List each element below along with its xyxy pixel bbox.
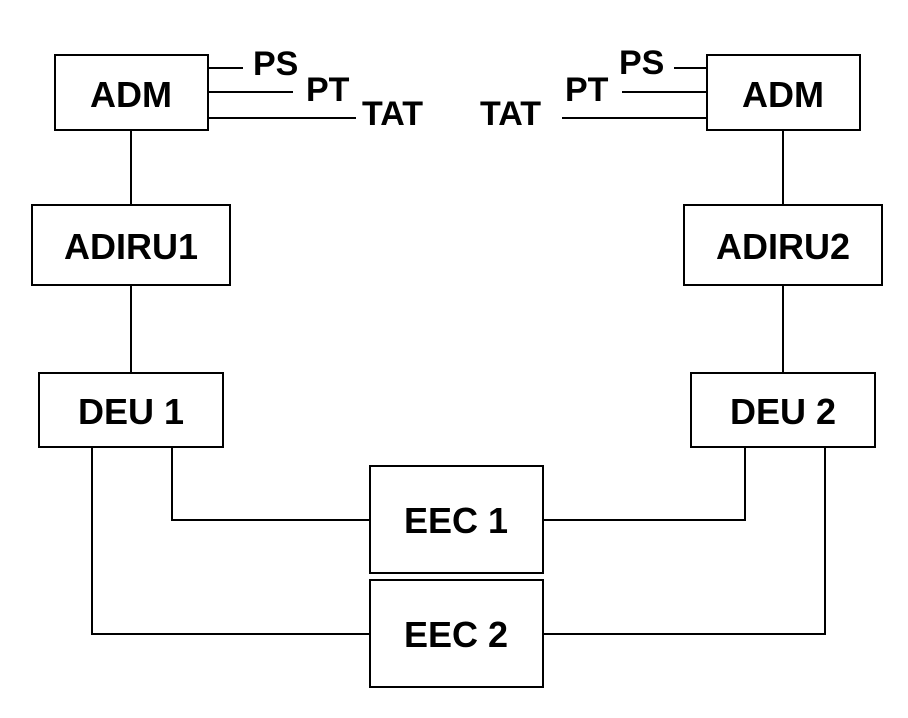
deu1-box [38,372,224,448]
eec2-box [369,579,544,688]
adm-left-label: ADM [90,74,172,115]
deu1-label: DEU 1 [78,391,184,432]
deu2-node: DEU 2 [690,372,876,448]
deu1-to-eec2-line [91,448,370,635]
adm-left-node: ADM [54,54,209,131]
adm-right-box [706,54,861,131]
signal-right-tat: TAT [480,95,541,133]
eec1-box [369,465,544,574]
signals-left: PS PT TAT [253,45,423,133]
deu2-label: DEU 2 [730,391,836,432]
signal-left-ps: PS [253,45,298,83]
deu1-to-eec1-line [171,448,370,521]
adiru1-label: ADIRU1 [64,226,198,267]
eec2-label: EEC 2 [404,614,508,655]
connectors [91,67,826,635]
deu1-node: DEU 1 [38,372,224,448]
eec1-label: EEC 1 [404,500,508,541]
adiru2-label: ADIRU2 [716,226,850,267]
signal-left-tat: TAT [362,95,423,133]
adiru2-node: ADIRU2 [683,204,883,286]
adm-left-box [54,54,209,131]
adm-right-node: ADM [706,54,861,131]
adiru2-box [683,204,883,286]
signal-right-ps: PS [619,44,664,82]
adm-right-label: ADM [742,74,824,115]
deu2-to-eec1-line [543,448,746,521]
eec1-node: EEC 1 [369,465,544,574]
deu2-to-eec2-line [543,448,826,635]
deu2-box [690,372,876,448]
adiru1-node: ADIRU1 [31,204,231,286]
adiru1-box [31,204,231,286]
signal-left-pt: PT [306,71,350,109]
signals-right: PS PT TAT [480,44,664,133]
signal-right-pt: PT [565,71,609,109]
eec2-node: EEC 2 [369,579,544,688]
